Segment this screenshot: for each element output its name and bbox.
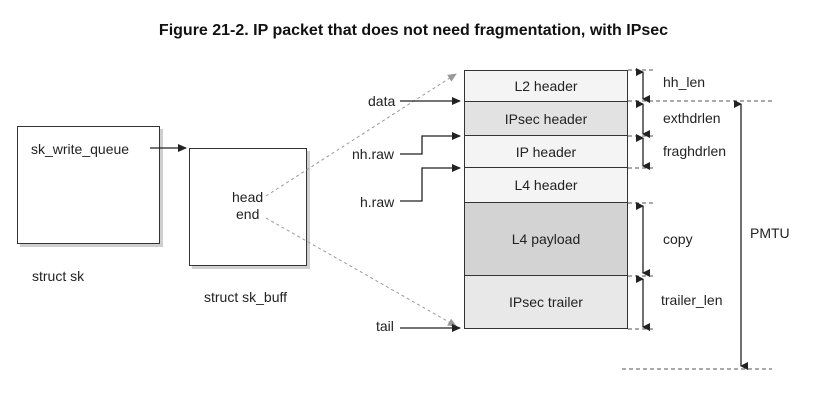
pmtu-label: PMTU <box>750 225 790 241</box>
segment-ip-header: IP header <box>464 136 628 168</box>
segment-ipsec-trailer: IPsec trailer <box>464 276 628 329</box>
skb-head-label: head <box>232 189 264 205</box>
sk-write-queue-label: sk_write_queue <box>31 141 130 157</box>
segment-label: L4 header <box>514 177 578 193</box>
segment-l2-header: L2 header <box>464 70 628 102</box>
exthdrlen-label: exthdrlen <box>663 110 721 126</box>
segment-label: L2 header <box>514 78 578 94</box>
struct-sk-caption: struct sk <box>32 268 85 284</box>
copy-label: copy <box>663 231 693 247</box>
fraghdrlen-label: fraghdrlen <box>663 143 727 159</box>
h-raw-pointer-arrow <box>400 164 461 202</box>
nh-raw-pointer-label: nh.raw <box>352 146 395 162</box>
nh-raw-pointer-arrow <box>400 132 461 155</box>
figure-title: Figure 21-2. IP packet that does not nee… <box>158 22 669 39</box>
segment-l4-payload: L4 payload <box>464 203 628 276</box>
trailer-len-label: trailer_len <box>661 292 723 308</box>
struct-sk-buff-box <box>189 148 307 266</box>
end-tail-dashed-arrow <box>265 217 457 327</box>
h-raw-pointer-label: h.raw <box>360 194 395 210</box>
segment-ipsec-header: IPsec header <box>464 102 628 136</box>
hh-len-label: hh_len <box>663 74 706 90</box>
data-pointer-label: data <box>368 93 396 109</box>
segment-l4-header: L4 header <box>464 168 628 203</box>
struct-sk-buff-caption: struct sk_buff <box>204 289 288 305</box>
tail-pointer-label: tail <box>376 318 394 334</box>
segment-label: IPsec trailer <box>509 294 583 310</box>
segment-label: IPsec header <box>504 110 588 127</box>
segment-label: L4 payload <box>511 231 581 247</box>
segment-label: IP header <box>515 143 577 160</box>
head-data-dashed-arrow <box>265 73 457 197</box>
skb-end-label: end <box>236 206 260 222</box>
struct-sk-box <box>17 126 160 244</box>
